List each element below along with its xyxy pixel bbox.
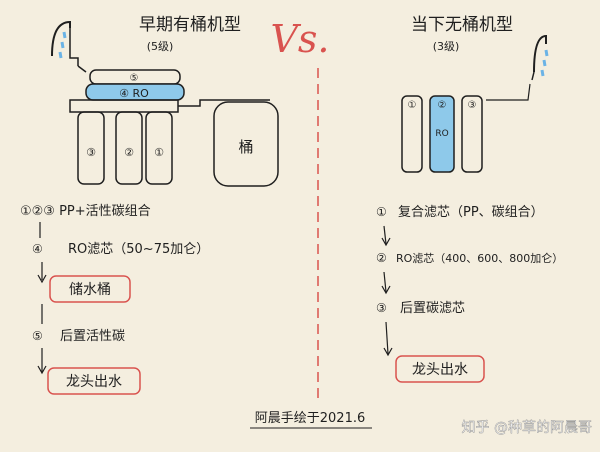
right-subtitle: (3级) xyxy=(433,40,460,53)
left-top-filter: ⑤ xyxy=(89,69,181,85)
right-box-tap-water: 龙头出水 xyxy=(395,355,485,383)
svg-text:RO: RO xyxy=(435,129,448,139)
left-title: 早期有桶机型 xyxy=(139,15,241,35)
left-step-2-num: ④ xyxy=(32,242,43,256)
left-filter-3: ③ xyxy=(77,111,105,185)
right-step-3-text: 后置碳滤芯 xyxy=(400,301,465,316)
svg-text:①: ① xyxy=(408,100,417,111)
svg-text:①: ① xyxy=(154,146,164,159)
right-arrow-1 xyxy=(383,225,387,245)
left-step-1: ①②③ PP+活性碳组合 xyxy=(20,204,151,219)
right-water-drops-icon xyxy=(540,49,549,77)
right-filter-2-ro: ② RO xyxy=(429,95,455,173)
left-faucet-icon xyxy=(51,20,87,73)
svg-text:龙头出水: 龙头出水 xyxy=(412,362,468,378)
right-step-1-text: 复合滤芯（PP、碳组合） xyxy=(398,205,544,220)
right-step-2-num: ② xyxy=(376,251,387,265)
svg-text:阿晨手绘于2021.6: 阿晨手绘于2021.6 xyxy=(255,411,366,426)
left-step-3-text: 后置活性碳 xyxy=(60,329,125,344)
right-filter-1: ① xyxy=(401,95,423,173)
svg-text:③: ③ xyxy=(468,100,477,111)
svg-text:④ RO: ④ RO xyxy=(119,87,149,100)
left-box-tap-water: 龙头出水 xyxy=(47,367,141,395)
left-manifold xyxy=(69,99,179,113)
left-step-2-text: RO滤芯（50~75加仑） xyxy=(68,242,209,257)
right-arrow-2 xyxy=(383,271,387,293)
svg-text:储水桶: 储水桶 xyxy=(69,282,111,298)
svg-text:②: ② xyxy=(124,146,134,159)
left-water-drops-icon xyxy=(58,31,67,59)
left-pipe xyxy=(178,99,270,107)
vs-label: Vs. xyxy=(270,17,329,61)
left-box-storage-tank: 储水桶 xyxy=(49,275,131,303)
svg-text:桶: 桶 xyxy=(238,138,253,156)
right-filter-3: ③ xyxy=(461,95,483,173)
left-filter-1: ① xyxy=(145,111,173,185)
right-step-3-num: ③ xyxy=(376,301,387,315)
svg-text:⑤: ⑤ xyxy=(130,73,139,84)
svg-text:龙头出水: 龙头出水 xyxy=(66,374,122,390)
left-ro-membrane: ④ RO xyxy=(85,83,185,101)
left-filter-2: ② xyxy=(115,111,143,185)
left-subtitle: (5级) xyxy=(147,40,174,53)
watermark: 知乎 @种草的阿晨哥 xyxy=(462,419,592,436)
right-step-2-text: RO滤芯（400、600、800加仑） xyxy=(396,251,563,265)
left-step-3-num: ⑤ xyxy=(32,329,43,343)
svg-text:②: ② xyxy=(438,100,447,111)
right-arrow-3 xyxy=(385,321,389,355)
signature: 阿晨手绘于2021.6 xyxy=(250,411,372,429)
svg-text:③: ③ xyxy=(86,146,96,159)
left-storage-tank: 桶 xyxy=(213,101,279,187)
right-faucet-icon xyxy=(486,34,547,101)
right-step-1-num: ① xyxy=(376,205,387,219)
right-title: 当下无桶机型 xyxy=(411,15,513,35)
